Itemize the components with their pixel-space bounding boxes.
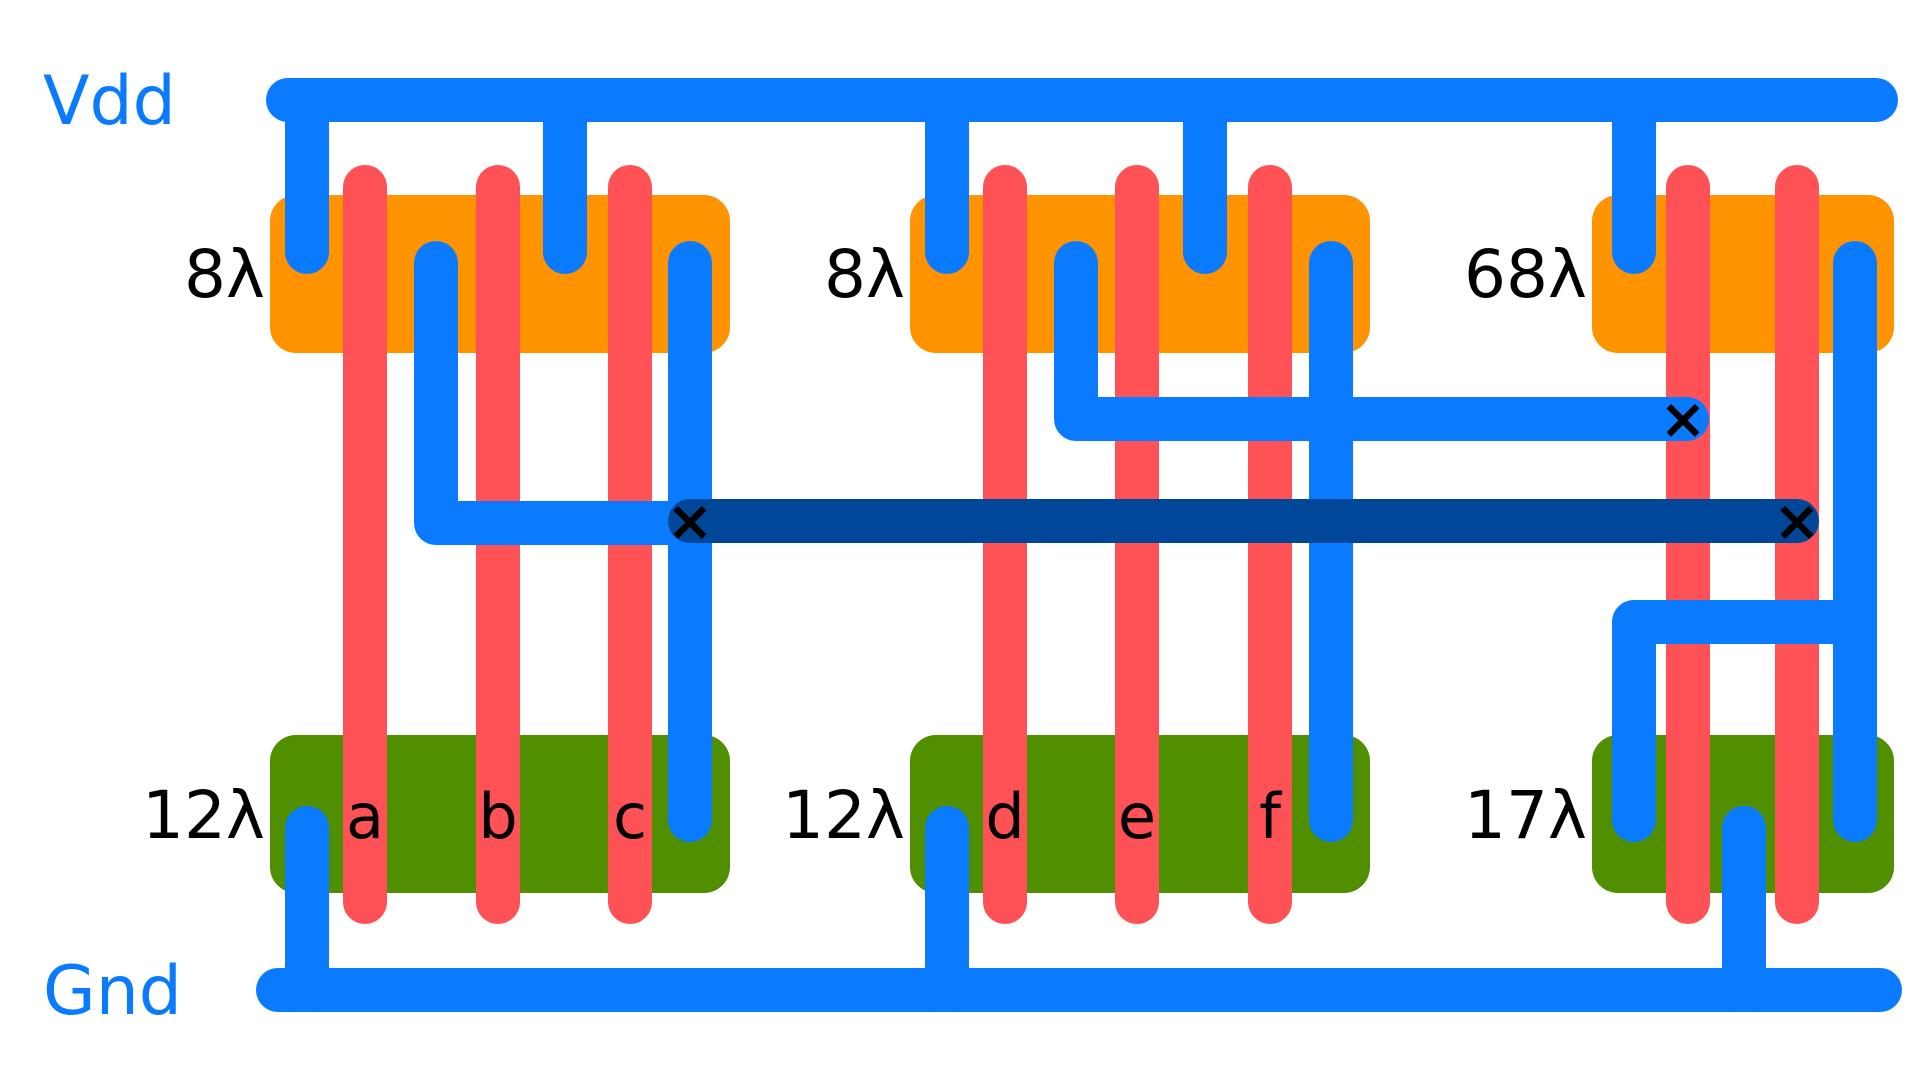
gate-label-b: b [478,780,517,853]
gate-label-d: d [985,780,1024,853]
gate-label-c: c [613,780,647,853]
p-width-label-3: 68λ [1464,236,1587,313]
contact-mark-3: × [1660,387,1707,452]
stage3-nmos-drain-wire [1612,600,1877,842]
gnd-label: Gnd [43,952,182,1031]
n-width-label-3: 17λ [1464,777,1587,854]
gate-label-e: e [1118,780,1156,853]
vdd-label: Vdd [43,62,176,141]
contact-mark-1: × [667,489,714,554]
p-width-label-1: 8λ [184,236,265,313]
n-width-label-1: 12λ [142,777,265,854]
stage2-pmos-drain-wire [1054,241,1709,441]
contact-mark-2: × [1774,489,1821,554]
stage1-pmos-drain-wire [414,241,712,545]
gate-label-a: a [346,780,384,853]
n-width-label-2: 12λ [782,777,905,854]
gate-label-f: f [1259,780,1283,853]
p-width-label-2: 8λ [824,236,905,313]
